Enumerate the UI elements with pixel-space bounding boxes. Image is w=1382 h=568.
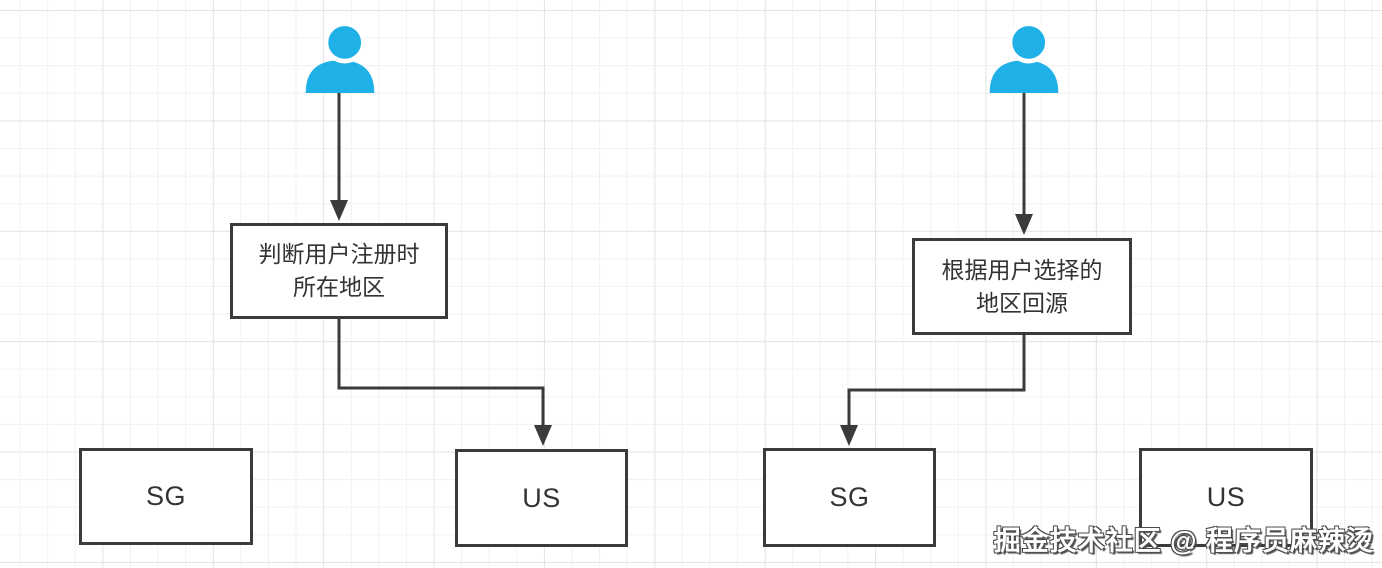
decision-box-selected-region: 根据用户选择的 地区回源	[912, 238, 1132, 335]
decision-box-register-region: 判断用户注册时 所在地区	[230, 223, 448, 319]
arrowhead-icon	[534, 425, 552, 446]
decision-text-line: 地区回源	[976, 289, 1068, 316]
region-box-sg: SG	[763, 448, 936, 547]
region-box-us: US	[1139, 448, 1313, 547]
decision-text-line: 根据用户选择的	[941, 256, 1103, 283]
connector-right-decision-to-sg	[847, 335, 1026, 426]
arrowhead-icon	[1015, 214, 1033, 235]
connector-left-decision-to-us	[337, 319, 545, 426]
decision-text-line: 所在地区	[293, 274, 385, 300]
region-box-us: US	[455, 449, 628, 547]
user-icon	[989, 23, 1059, 93]
arrowhead-icon	[330, 200, 348, 221]
user-icon	[305, 23, 375, 93]
arrowhead-icon	[840, 425, 858, 446]
decision-text-line: 判断用户注册时	[258, 241, 420, 267]
region-box-sg: SG	[79, 448, 253, 545]
watermark: 掘金技术社区 @ 程序员麻辣烫	[993, 526, 1374, 556]
